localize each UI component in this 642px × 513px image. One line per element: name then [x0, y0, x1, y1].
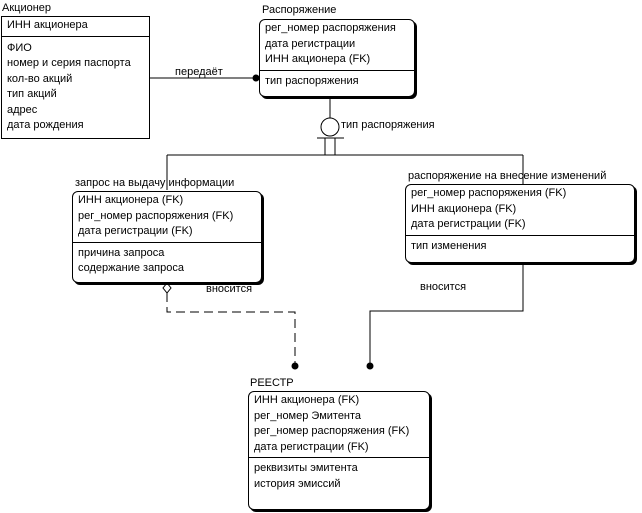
attr: адрес: [7, 103, 38, 116]
vnesenie-reestr-dot: [366, 362, 374, 370]
attr: рег_номер распоряжения (FK): [411, 187, 567, 199]
akcioner-attr-section: ФИО номер и серия паспорта кол-во акций …: [2, 37, 149, 136]
akcioner-title: Акционер: [2, 2, 52, 14]
vnesenie-entity[interactable]: рег_номер распоряжения (FK) ИНН акционер…: [405, 184, 635, 263]
peredaet-label: передаёт: [175, 66, 223, 78]
zapros-attr-section: причина запроса содержание запроса: [73, 243, 261, 279]
attr: дата рождения: [7, 119, 84, 131]
zapros-key-section: ИНН акционера (FK) рег_номер распоряжени…: [73, 192, 261, 243]
vnesenie-key-section: рег_номер распоряжения (FK) ИНН акционер…: [406, 185, 634, 236]
attr: кол-во акций: [7, 72, 73, 85]
zapros-reestr-line: [166, 293, 296, 366]
zapros-diamond: [162, 282, 172, 294]
attr: номер и серия паспорта: [7, 57, 131, 69]
attr: содержание запроса: [78, 262, 184, 274]
attr: ИНН акционера (FK): [254, 394, 360, 406]
discriminator-label: тип распоряжения: [341, 119, 435, 131]
zapros-reestr-dot: [291, 362, 299, 370]
akcioner-entity[interactable]: ИНН акционера ФИО номер и серия паспорта…: [1, 16, 150, 139]
attr: дата регистрации (FK): [254, 440, 369, 453]
attr: ИНН акционера: [7, 19, 88, 31]
rasporyazhenie-title: Распоряжение: [262, 4, 337, 16]
rasporyazhenie-key-section: рег_номер распоряжения дата регистрации …: [260, 20, 414, 71]
attr: рег_номер распоряжения: [265, 22, 396, 34]
vnesenie-reestr-line: [369, 263, 524, 366]
akcioner-key-section: ИНН акционера: [2, 17, 149, 37]
reestr-title: РЕЕСТР: [250, 377, 294, 389]
vnositsya-right-label: вносится: [420, 281, 467, 293]
attr: дата регистрации (FK): [78, 225, 193, 237]
attr: дата регистрации (FK): [411, 218, 526, 230]
vnesenie-title: распоряжение на внесение изменений: [408, 170, 607, 182]
attr: причина запроса: [78, 246, 165, 259]
attr: рег_номер распоряжения (FK): [78, 209, 234, 222]
vnositsya-left-label: вносится: [206, 283, 253, 295]
zapros-entity[interactable]: ИНН акционера (FK) рег_номер распоряжени…: [72, 191, 262, 283]
attr: рег_номер распоряжения (FK): [254, 425, 410, 437]
attr: история эмиссий: [254, 477, 341, 490]
attr: дата регистрации: [265, 37, 356, 50]
reestr-entity[interactable]: ИНН акционера (FK) рег_номер Эмитента ре…: [248, 391, 430, 510]
subtype-circle: [320, 117, 340, 137]
reestr-key-section: ИНН акционера (FK) рег_номер Эмитента ре…: [249, 392, 429, 458]
attr: ИНН акционера (FK): [265, 53, 371, 65]
zapros-title: запрос на выдачу информации: [75, 177, 235, 189]
attr: рег_номер Эмитента: [254, 409, 362, 422]
rasporyazhenie-attr-section: тип распоряжения: [260, 71, 414, 92]
attr: тип распоряжения: [265, 74, 359, 87]
attr: тип акций: [7, 88, 57, 100]
attr: ИНН акционера (FK): [78, 194, 184, 206]
attr: ИНН акционера (FK): [411, 202, 517, 215]
reestr-attr-section: реквизиты эмитента история эмиссий: [249, 458, 429, 494]
attr: тип изменения: [411, 239, 487, 252]
vnesenie-attr-section: тип изменения: [406, 236, 634, 257]
peredaet-dot: [252, 74, 260, 82]
attr: реквизиты эмитента: [254, 462, 358, 474]
rasporyazhenie-entity[interactable]: рег_номер распоряжения дата регистрации …: [259, 19, 415, 97]
attr: ФИО: [7, 41, 32, 54]
